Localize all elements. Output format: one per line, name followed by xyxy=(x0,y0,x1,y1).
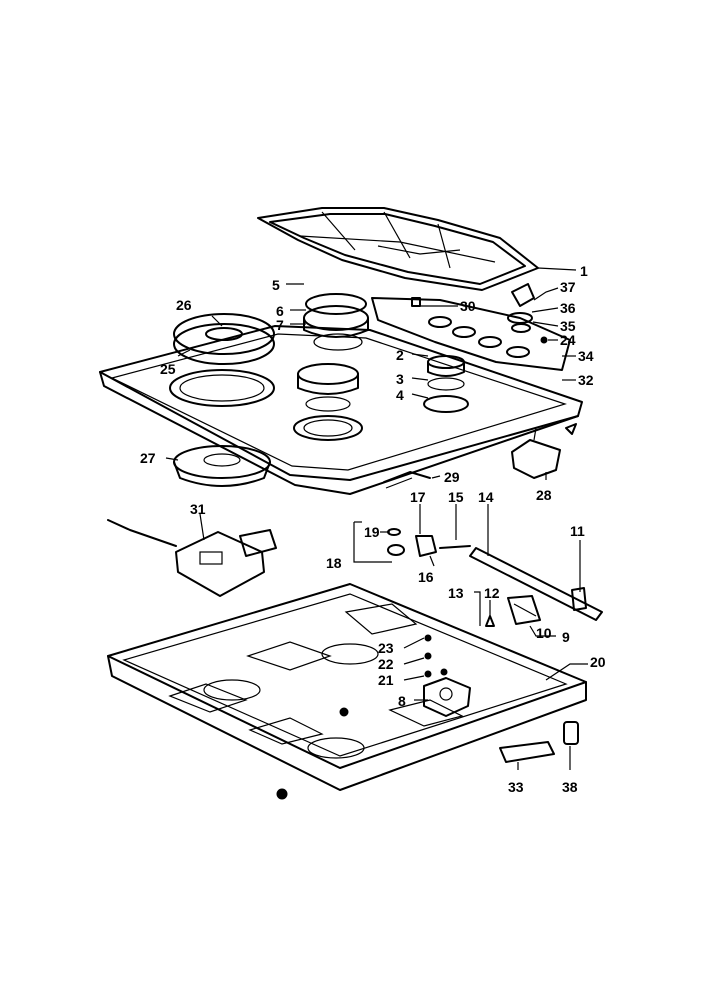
base-tray xyxy=(107,583,587,791)
callout-19: 19 xyxy=(364,524,380,540)
callout-33: 33 xyxy=(508,779,524,795)
callout-36: 36 xyxy=(560,300,576,316)
callout-25: 25 xyxy=(160,361,176,377)
pan-support-grid xyxy=(257,207,539,291)
callout-22: 22 xyxy=(378,656,394,672)
spark-generator xyxy=(423,677,471,717)
callout-8: 8 xyxy=(398,693,406,709)
callout-30: 30 xyxy=(460,298,476,314)
callout-21: 21 xyxy=(378,672,394,688)
callout-37: 37 xyxy=(560,279,576,295)
large-burner xyxy=(303,293,369,351)
callout-28: 28 xyxy=(536,487,552,503)
callout-4: 4 xyxy=(396,387,404,403)
control-panel-strip xyxy=(371,297,571,371)
callout-17: 17 xyxy=(410,489,426,505)
electric-hotplate xyxy=(169,313,275,407)
callout-7: 7 xyxy=(276,317,284,333)
callout-26: 26 xyxy=(176,297,192,313)
fixing-bracket xyxy=(499,741,555,763)
callout-18: 18 xyxy=(326,555,342,571)
callout-38: 38 xyxy=(562,779,578,795)
callout-16: 16 xyxy=(418,569,434,585)
burner-cup xyxy=(173,445,271,487)
callout-5: 5 xyxy=(272,277,280,293)
earth-wire xyxy=(383,471,431,489)
callout-13: 13 xyxy=(448,585,464,601)
hob-top-plate xyxy=(99,325,583,495)
callout-29: 29 xyxy=(444,469,460,485)
callout-31: 31 xyxy=(190,501,206,517)
callout-14: 14 xyxy=(478,489,494,505)
callout-labels: 1 2 3 4 5 6 7 8 9 10 11 12 13 14 15 16 1… xyxy=(140,263,606,795)
callout-15: 15 xyxy=(448,489,464,505)
callout-3: 3 xyxy=(396,371,404,387)
callout-1: 1 xyxy=(580,263,588,279)
callout-10: 10 xyxy=(536,625,552,641)
terminal-block xyxy=(107,519,277,597)
callout-24: 24 xyxy=(560,332,576,348)
callout-27: 27 xyxy=(140,450,156,466)
leader-lines xyxy=(165,267,588,770)
callout-6: 6 xyxy=(276,303,284,319)
control-knob-assembly xyxy=(411,283,548,344)
callout-35: 35 xyxy=(560,318,576,334)
callout-34: 34 xyxy=(578,348,594,364)
fixing-screws xyxy=(276,634,448,800)
small-burner xyxy=(423,355,469,413)
callout-32: 32 xyxy=(578,372,594,388)
callout-9: 9 xyxy=(562,629,570,645)
medium-burner xyxy=(293,363,363,441)
callout-12: 12 xyxy=(484,585,500,601)
callout-2: 2 xyxy=(396,347,404,363)
callout-23: 23 xyxy=(378,640,394,656)
callout-11: 11 xyxy=(570,523,585,539)
callout-20: 20 xyxy=(590,654,606,670)
cable-clip xyxy=(563,721,579,745)
thermostat-switch xyxy=(511,423,577,479)
